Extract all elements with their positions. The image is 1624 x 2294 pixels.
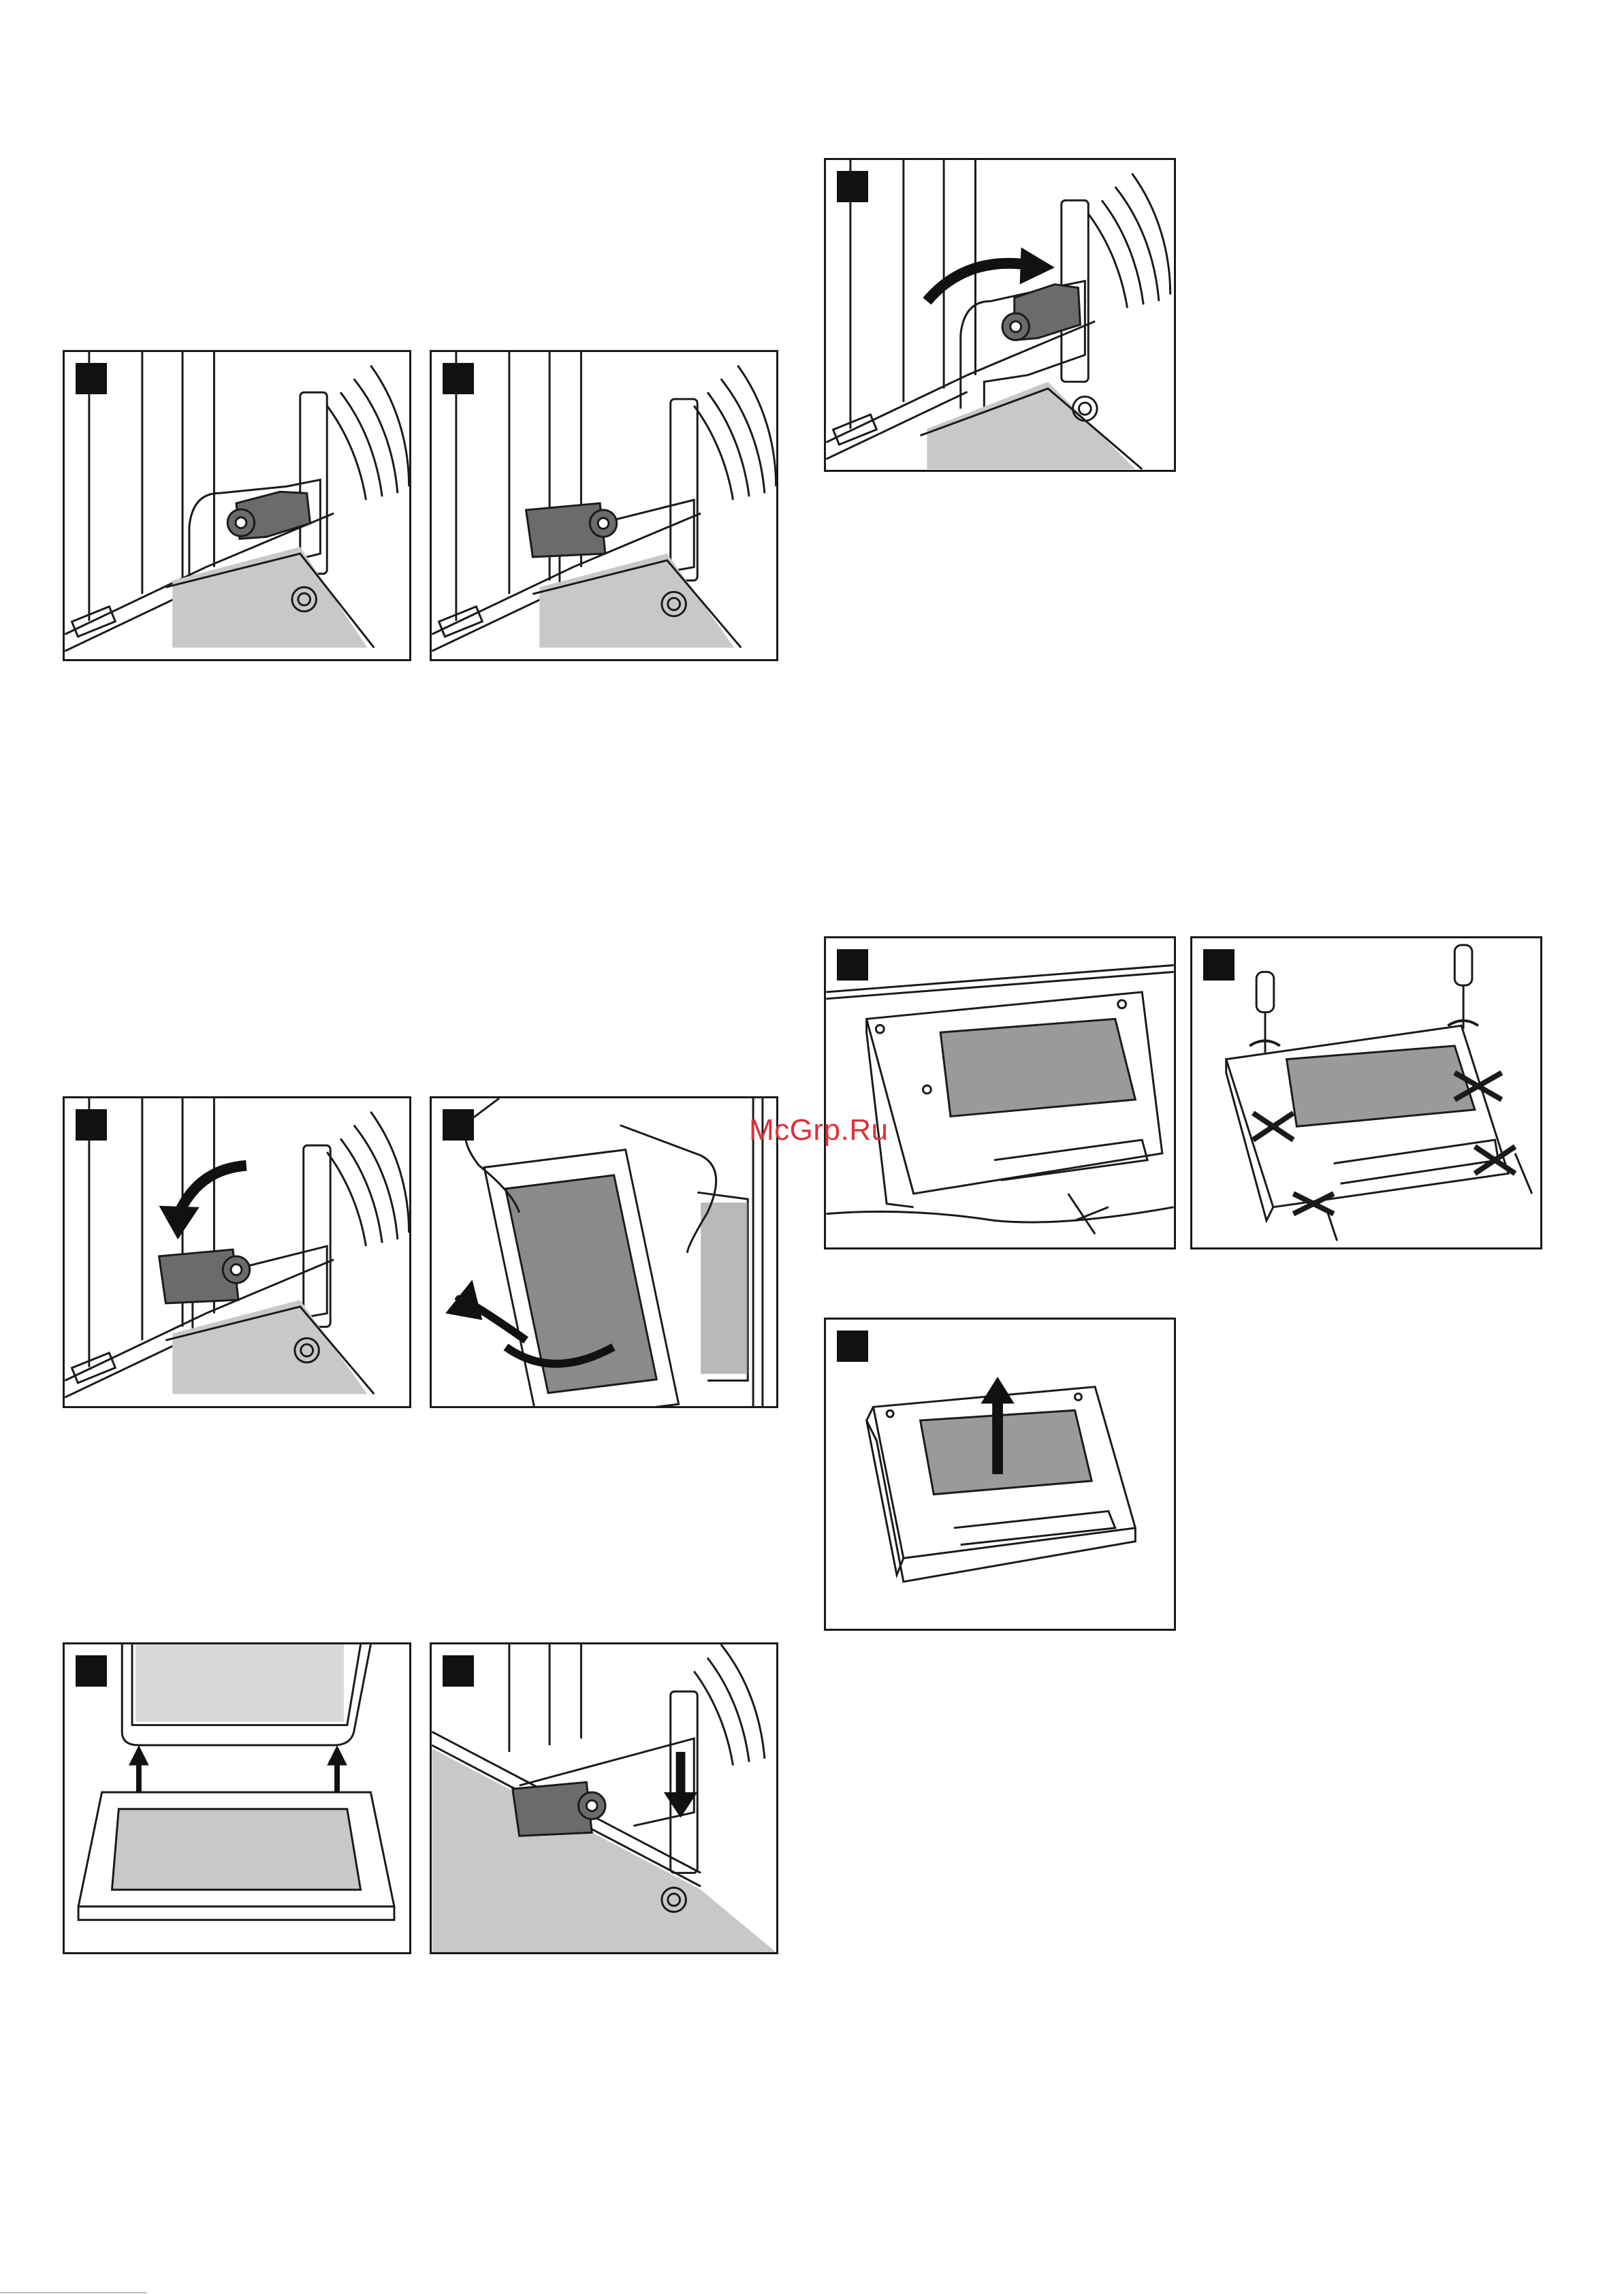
hinge-latch-fold-down-icon <box>65 1098 409 1406</box>
step-marker <box>837 171 868 202</box>
lift-glass-pane-icon <box>826 1320 1174 1629</box>
illustration-panel-hinge-closed <box>63 350 411 661</box>
reinsert-door-icon <box>65 1644 409 1952</box>
step-marker <box>76 1655 107 1687</box>
step-marker <box>443 1109 474 1141</box>
door-panel-icon <box>826 938 1174 1247</box>
step-marker <box>443 363 474 394</box>
illustration-panel-hinge-rotate <box>824 158 1176 472</box>
hinge-latch-closed-icon <box>65 352 409 659</box>
illustration-panel-remove-door <box>430 1096 778 1408</box>
step-marker <box>837 949 868 981</box>
hinge-latch-open-icon <box>432 352 776 659</box>
step-marker <box>76 363 107 394</box>
illustration-panel-hinge-press-down <box>430 1642 778 1954</box>
illustration-panel-lift-glass <box>824 1318 1176 1631</box>
watermark: McGrp.Ru <box>749 1113 888 1147</box>
hinge-latch-press-down-icon <box>432 1644 776 1952</box>
illustration-panel-door-panel <box>824 936 1176 1249</box>
footer-rule <box>0 2292 146 2293</box>
remove-oven-door-icon <box>432 1098 776 1406</box>
step-marker <box>443 1655 474 1687</box>
illustration-panel-hinge-open <box>430 350 778 661</box>
step-marker <box>1203 949 1235 981</box>
step-marker <box>837 1331 868 1362</box>
step-marker <box>76 1109 107 1141</box>
unscrew-door-panel-icon <box>1192 938 1540 1247</box>
illustration-panel-unscrew <box>1190 936 1542 1249</box>
hinge-latch-rotate-up-icon <box>826 160 1174 470</box>
illustration-panel-reinsert-door <box>63 1642 411 1954</box>
illustration-panel-hinge-fold-down <box>63 1096 411 1408</box>
